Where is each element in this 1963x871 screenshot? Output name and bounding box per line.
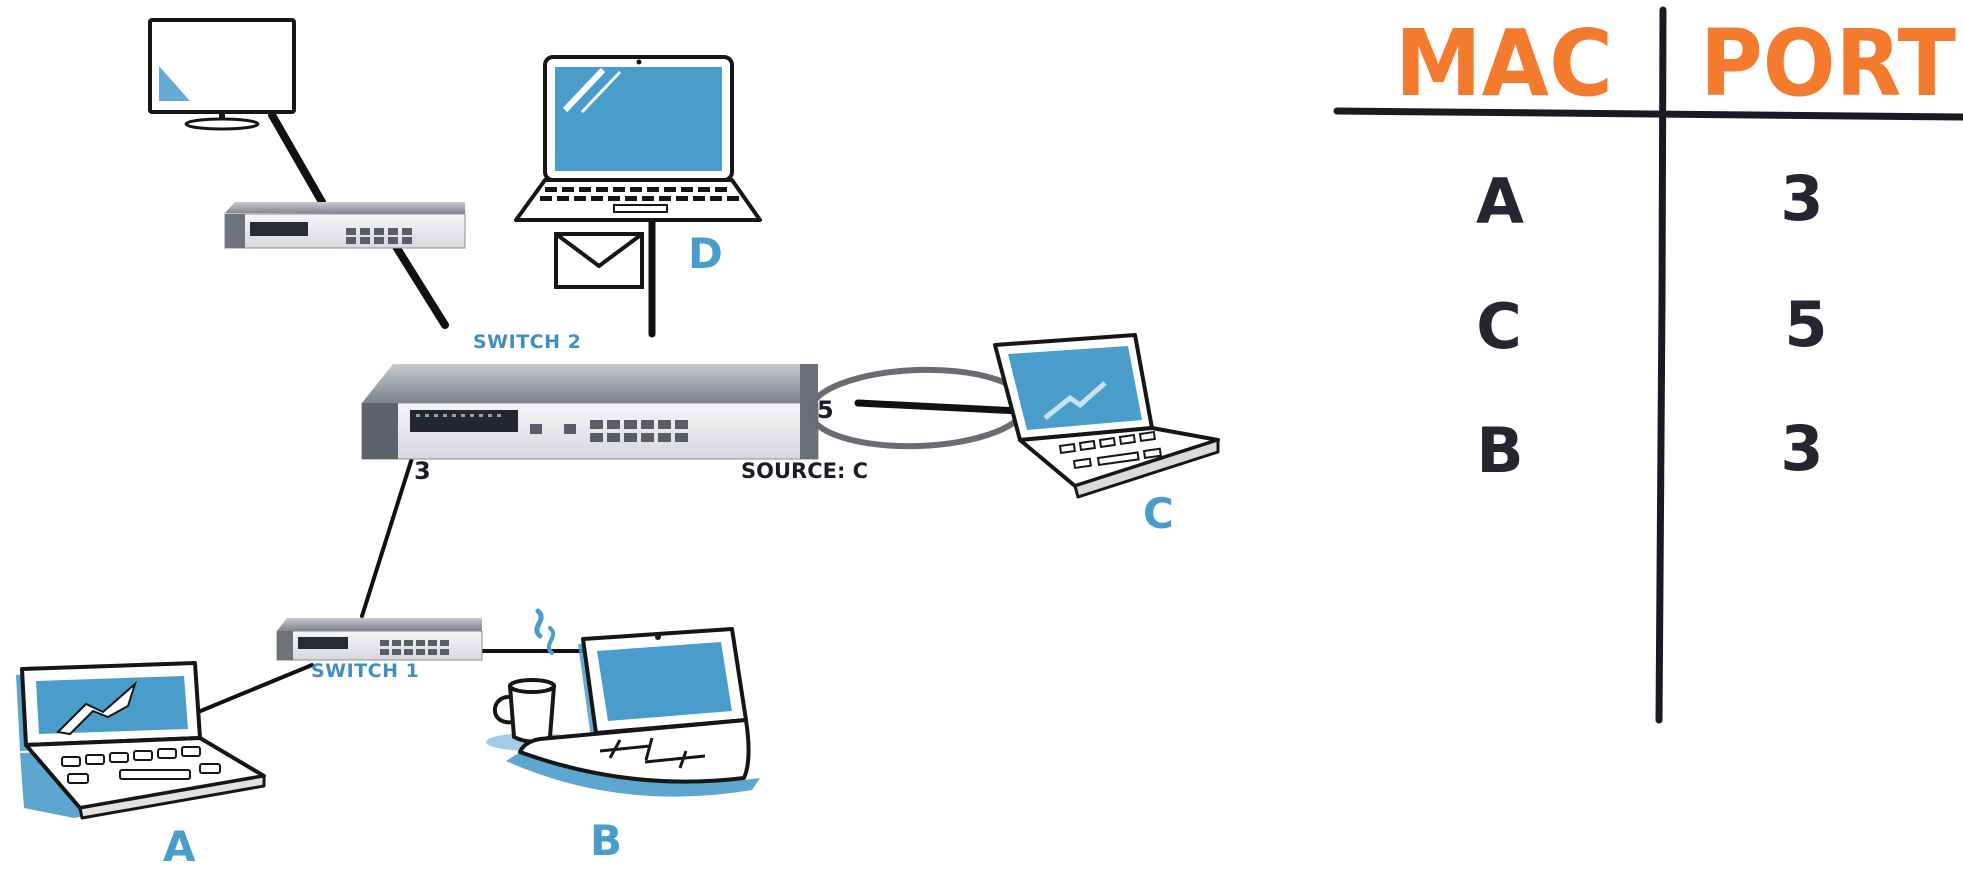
mac-address-table: MAC PORT A 3 C 5 B 3 bbox=[1333, 6, 1963, 724]
table-cell-port: 5 bbox=[1784, 288, 1827, 361]
node-label-d: D bbox=[688, 229, 723, 278]
laptop-c-icon bbox=[993, 333, 1220, 499]
port-label-3: 3 bbox=[414, 457, 431, 485]
table-header-rule bbox=[1333, 107, 1963, 121]
table-cell-mac: A bbox=[1476, 165, 1524, 238]
envelope-icon bbox=[554, 232, 644, 289]
switch-1-device bbox=[276, 618, 483, 661]
table-column-divider bbox=[1655, 6, 1667, 724]
table-cell-port: 3 bbox=[1780, 412, 1823, 485]
node-label-c: C bbox=[1143, 489, 1174, 538]
switch-2-label: SWITCH 2 bbox=[473, 331, 581, 353]
coffee-mug-icon bbox=[486, 608, 578, 751]
cable-switch2-laptop-c bbox=[854, 399, 1024, 415]
table-cell-mac: B bbox=[1476, 414, 1523, 487]
laptop-a-icon bbox=[16, 661, 266, 820]
cables bbox=[184, 111, 1024, 719]
cable-small-switch-switch2 bbox=[391, 241, 449, 329]
cable-switch1-laptop-a bbox=[184, 663, 314, 719]
cable-switch2-switch1 bbox=[360, 456, 414, 618]
port-label-5: 5 bbox=[817, 396, 834, 424]
table-header-mac: MAC bbox=[1395, 10, 1613, 117]
node-label-b: B bbox=[590, 816, 622, 865]
node-label-a: A bbox=[163, 822, 196, 871]
switch-2-device bbox=[361, 364, 819, 460]
table-cell-port: 3 bbox=[1780, 162, 1823, 235]
switch-1-label: SWITCH 1 bbox=[311, 660, 419, 682]
table-header-port: PORT bbox=[1700, 10, 1956, 117]
laptop-d-icon bbox=[514, 55, 762, 222]
network-switch-icon bbox=[224, 202, 466, 249]
monitor-icon bbox=[148, 18, 296, 131]
cable-monitor-switch2 bbox=[268, 111, 326, 206]
table-cell-mac: C bbox=[1476, 290, 1522, 363]
laptop-b-icon bbox=[506, 627, 760, 797]
frame-source-label: SOURCE: C bbox=[741, 459, 868, 483]
